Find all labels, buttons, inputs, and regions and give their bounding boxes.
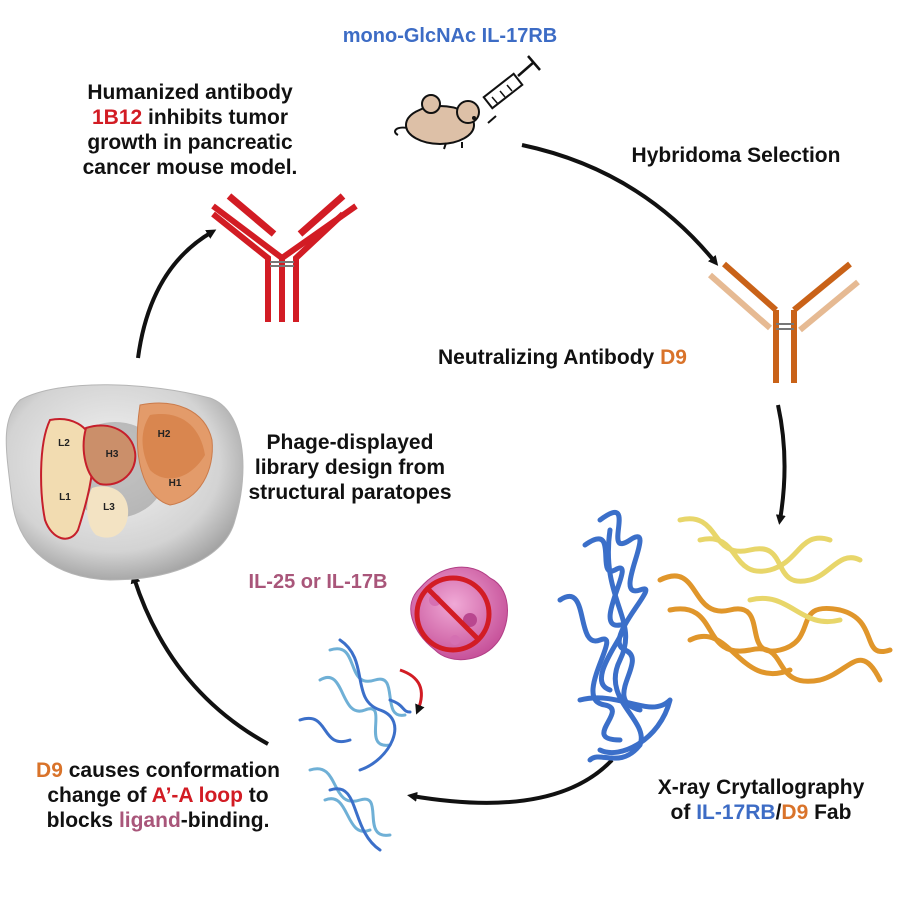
- humanized-line-4: cancer mouse model.: [82, 156, 298, 179]
- arrow-to-mechanism: [407, 758, 614, 805]
- arrow-hybridoma: [521, 143, 719, 266]
- ligand-word: ligand: [118, 809, 181, 832]
- cycle-arrows: [130, 143, 787, 805]
- region-label-H3: H3: [106, 449, 119, 460]
- immunogen-label: mono-GlcNAc IL-17RB: [343, 25, 557, 47]
- hybridoma-label: Hybridoma Selection: [632, 144, 841, 167]
- mechanism-label: D9 causes conformation change of A’-A lo…: [36, 759, 280, 832]
- humanized-line-1: Humanized antibody: [87, 81, 293, 104]
- humanized-line-2: 1B12 inhibits tumor: [91, 106, 289, 129]
- region-label-L3: L3: [103, 502, 115, 513]
- antibody-name-1B12: 1B12: [91, 106, 143, 129]
- crystal-structure-image: [557, 510, 893, 763]
- arrow-to-xray: [775, 404, 787, 525]
- region-label-H2: H2: [158, 429, 171, 440]
- arrow-to-humanized: [136, 229, 217, 359]
- no-binding-icon: [414, 575, 492, 653]
- antibody-icon: [211, 193, 358, 322]
- region-label-L2: L2: [58, 438, 70, 449]
- region-label-H1: H1: [169, 478, 182, 489]
- ligand-label: IL-25 or IL-17B: [249, 571, 388, 593]
- humanized-line-3: growth in pancreatic: [87, 131, 293, 154]
- phage-library-label: Phage-displayed library design from stru…: [248, 431, 452, 504]
- antibody-name-D9: D9: [660, 346, 687, 369]
- xray-label: X-ray Crytallography of IL-17RB/D9 Fab: [657, 776, 865, 824]
- humanized-antibody-label: Humanized antibody 1B12 inhibits tumor g…: [40, 80, 340, 180]
- mouse-icon: [394, 94, 480, 150]
- region-label-L1: L1: [59, 492, 71, 503]
- antibody-name-D9: D9: [781, 801, 809, 824]
- syringe-icon: [482, 55, 541, 124]
- receptor-name: IL-17RB: [696, 801, 776, 824]
- antibody-icon: [708, 261, 860, 383]
- mechanism-structure-image: [298, 638, 412, 852]
- loop-name: A’-A loop: [151, 784, 243, 807]
- arrow-to-phage: [130, 573, 269, 746]
- paratope-surface-image: [5, 384, 244, 581]
- antibody-name-D9: D9: [36, 759, 63, 782]
- neutralizing-antibody-label: Neutralizing Antibody D9: [438, 346, 687, 369]
- curved-arrow-icon: [399, 668, 425, 715]
